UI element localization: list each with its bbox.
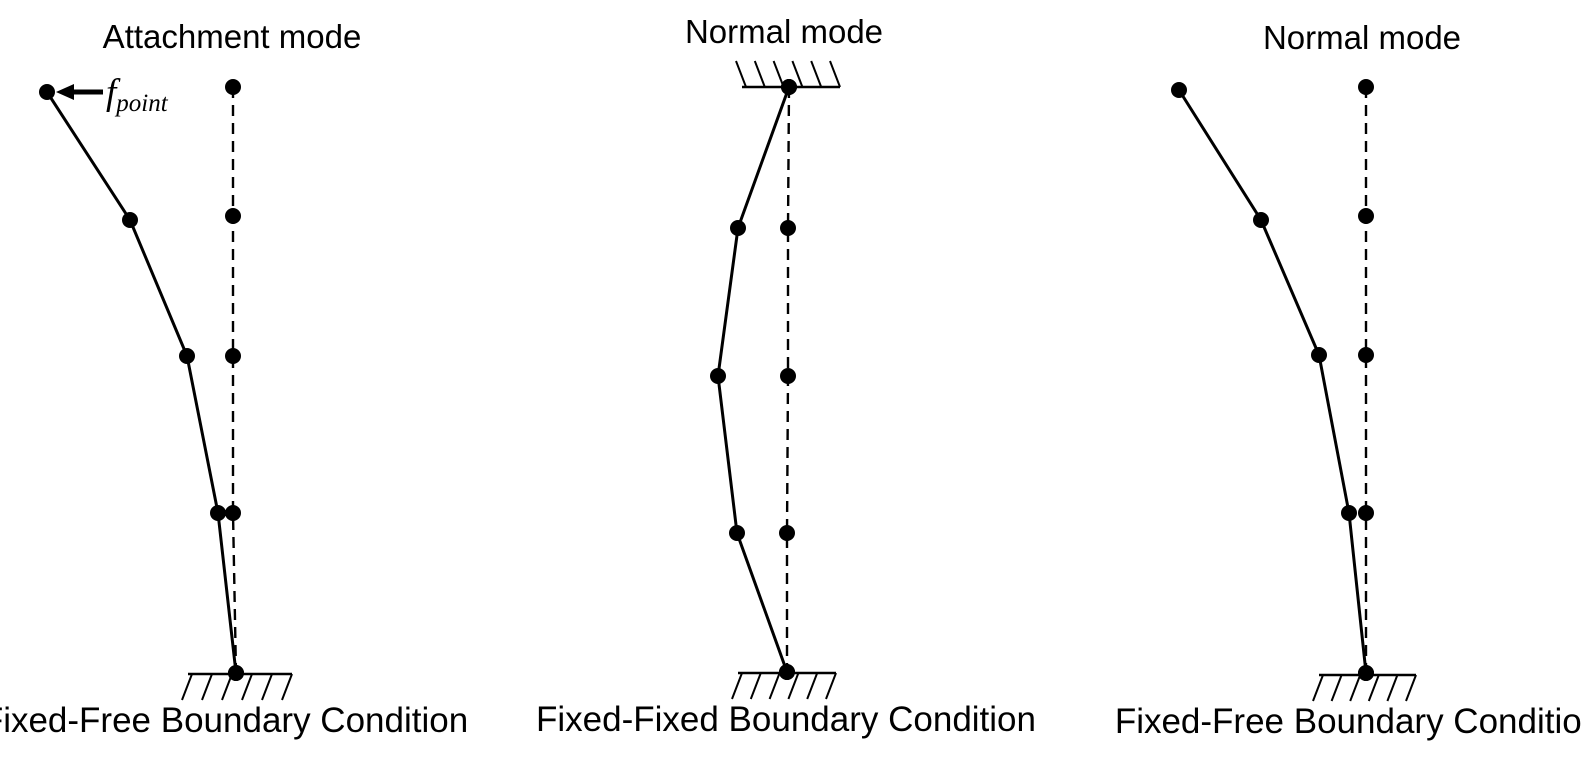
support-hatch	[731, 672, 743, 700]
force-symbol: f	[106, 72, 117, 113]
diagram-normal-fixed-free	[1171, 79, 1417, 702]
diagram-attachment-fixed-free	[39, 79, 293, 701]
node-dot	[710, 368, 726, 384]
support-hatch	[791, 60, 804, 88]
node-dot	[122, 212, 138, 228]
node-dot	[729, 525, 745, 541]
title-attachment-mode: Attachment mode	[102, 18, 362, 55]
title-normal-mode-middle: Normal mode	[684, 13, 884, 50]
node-dot	[1358, 347, 1374, 363]
mode-shape-line	[716, 86, 791, 673]
node-dot	[225, 79, 241, 95]
support-hatch	[241, 673, 253, 701]
support-hatch	[825, 672, 837, 700]
node-dot	[780, 220, 796, 236]
node-dot	[228, 665, 244, 681]
node-dot	[225, 505, 241, 521]
node-dot	[1358, 505, 1374, 521]
support-hatch	[787, 672, 800, 700]
support-hatch	[1312, 674, 1324, 702]
support-hatch	[749, 672, 762, 700]
node-dot	[179, 348, 195, 364]
support-hatch	[1405, 674, 1417, 702]
force-arrow-head	[56, 84, 74, 100]
caption-fixed-fixed-middle: Fixed-Fixed Boundary Condition	[536, 700, 1036, 739]
support-hatch	[829, 60, 841, 88]
support-hatch	[1386, 674, 1399, 702]
support-hatch	[261, 673, 273, 701]
support-hatch	[768, 672, 781, 700]
support-hatch	[810, 60, 823, 88]
support-hatch	[181, 673, 193, 701]
support-hatch	[753, 60, 766, 88]
support-hatch	[772, 60, 785, 88]
node-dot	[1253, 212, 1269, 228]
node-dot	[1341, 505, 1357, 521]
support-hatch	[735, 60, 747, 88]
undeformed-axis	[231, 87, 238, 674]
mode-shape-line	[1177, 89, 1368, 674]
node-dot	[779, 664, 795, 680]
node-dot	[781, 79, 797, 95]
node-dot	[1358, 79, 1374, 95]
node-dot	[1311, 347, 1327, 363]
node-dot	[225, 208, 241, 224]
support-hatch	[201, 673, 213, 701]
support-hatch	[1367, 674, 1380, 702]
title-normal-mode-right: Normal mode	[1262, 19, 1462, 56]
support-hatch	[1349, 674, 1362, 702]
node-dot	[1171, 82, 1187, 98]
support-hatch	[281, 673, 293, 701]
node-dot	[210, 505, 226, 521]
caption-fixed-free-left: Fixed-Free Boundary Condition	[0, 701, 469, 740]
support-hatch	[1330, 674, 1343, 702]
caption-fixed-free-right: Fixed-Free Boundary Condition	[1114, 702, 1584, 741]
node-dot	[1358, 208, 1374, 224]
node-dot	[225, 348, 241, 364]
force-arrow	[56, 84, 103, 100]
node-dot	[730, 220, 746, 236]
diagram-normal-fixed-fixed	[710, 60, 841, 700]
force-subscript: point	[116, 90, 168, 117]
mode-shape-line	[45, 91, 238, 674]
support-hatch	[806, 672, 819, 700]
node-dot	[780, 368, 796, 384]
node-dot	[1358, 665, 1374, 681]
node-dot	[779, 525, 795, 541]
node-dot	[39, 84, 55, 100]
force-point-label: fpoint	[106, 72, 168, 116]
